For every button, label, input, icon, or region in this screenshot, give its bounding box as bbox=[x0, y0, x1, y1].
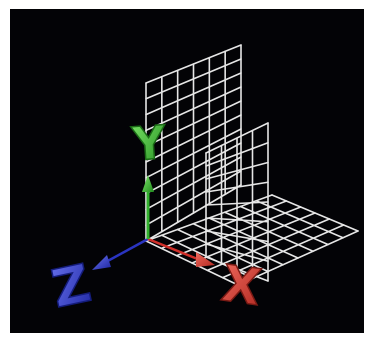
grid-line bbox=[205, 122, 269, 154]
grid-line bbox=[206, 218, 331, 272]
grid-line bbox=[145, 194, 273, 242]
grid-line bbox=[145, 44, 242, 84]
x-axis-arrow-icon bbox=[196, 252, 215, 267]
grid-line bbox=[145, 156, 242, 211]
grid-line bbox=[175, 206, 302, 257]
grid-line bbox=[205, 141, 269, 167]
3d-viewport[interactable]: Y Z X bbox=[10, 9, 364, 333]
grid-line bbox=[145, 170, 242, 226]
grid-line bbox=[205, 161, 269, 180]
grid-line bbox=[145, 100, 242, 147]
grid-line bbox=[145, 142, 242, 195]
y-axis-arrow-icon bbox=[142, 175, 154, 192]
y-axis-label: Y bbox=[129, 115, 168, 171]
grid-line bbox=[221, 224, 345, 279]
grid-line bbox=[145, 128, 242, 179]
z-axis-label: Z bbox=[47, 254, 96, 321]
grid-line bbox=[205, 201, 269, 206]
grid-line bbox=[191, 212, 316, 264]
grid-line bbox=[145, 184, 242, 242]
yz-plane bbox=[145, 44, 242, 242]
xz-plane bbox=[145, 194, 359, 286]
z-axis-arrow-icon bbox=[92, 255, 111, 270]
grid-line bbox=[205, 181, 269, 193]
grid-line bbox=[145, 86, 242, 132]
x-axis bbox=[147, 237, 215, 267]
grid-line bbox=[145, 58, 242, 100]
grid-line bbox=[160, 200, 288, 250]
scene-canvas[interactable]: Y Z X bbox=[10, 9, 364, 333]
grid-line bbox=[145, 72, 242, 116]
x-axis-label: X bbox=[218, 254, 264, 317]
z-axis bbox=[92, 237, 149, 270]
grid-line bbox=[145, 114, 242, 163]
grid-line bbox=[237, 230, 359, 286]
y-axis bbox=[142, 175, 154, 239]
